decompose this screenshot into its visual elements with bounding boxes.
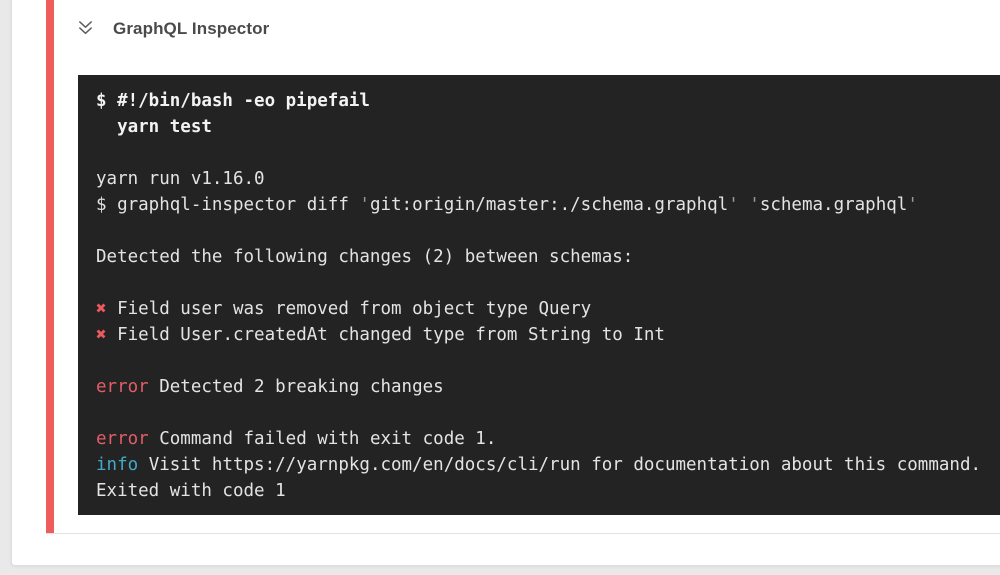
step-title: GraphQL Inspector [113,18,270,38]
failed-step-row: GraphQL Inspector $ #!/bin/bash -eo pipe… [46,0,1000,534]
terminal-output: $ #!/bin/bash -eo pipefail yarn test yar… [96,91,982,501]
failed-step-indicator [46,0,54,533]
terminal-pane: $ #!/bin/bash -eo pipefail yarn test yar… [78,75,1000,515]
build-step-card: GraphQL Inspector $ #!/bin/bash -eo pipe… [11,0,1000,566]
double-chevron-down-icon[interactable] [75,18,96,39]
step-header[interactable]: GraphQL Inspector [75,18,269,39]
